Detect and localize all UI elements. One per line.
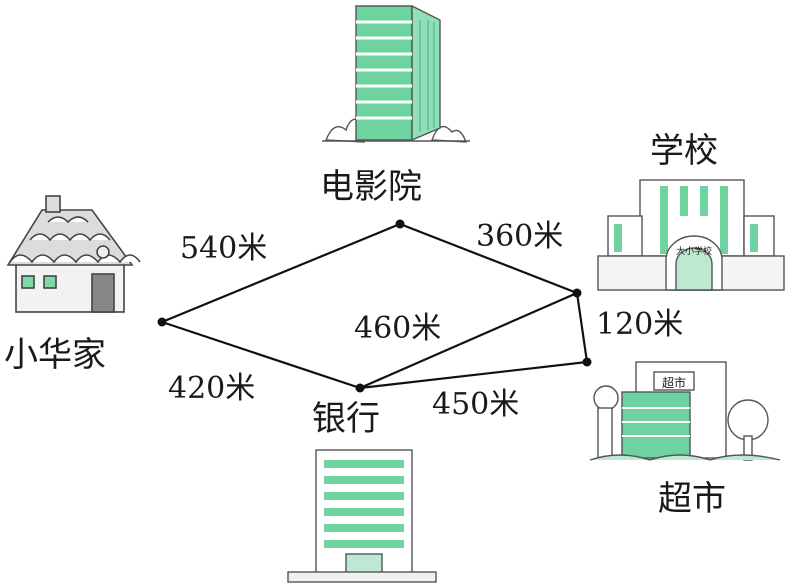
node-home	[157, 317, 167, 327]
school-building-icon: 大小学校	[597, 179, 785, 291]
node-school	[572, 288, 582, 298]
bank-building-icon	[287, 449, 437, 583]
cinema-building-icon	[322, 4, 470, 143]
route-home-cinema	[161, 222, 401, 324]
distance-school-supermarket: 120米	[596, 307, 683, 342]
nodes	[157, 219, 592, 393]
bank-label: 银行	[312, 399, 380, 439]
supermarket-building-icon: 超市	[589, 361, 781, 461]
home-label: 小华家	[4, 335, 106, 375]
distance-home-bank: 420米	[168, 371, 255, 406]
supermarket-label: 超市	[658, 479, 726, 519]
routes	[161, 222, 589, 390]
route-bank-supermarket	[359, 360, 588, 390]
node-bank	[355, 383, 365, 393]
route-home-bank	[161, 320, 361, 390]
route-cinema-school	[399, 222, 578, 295]
distance-school-bank: 460米	[354, 311, 441, 346]
school-sign: 大小学校	[676, 245, 712, 257]
cinema-label: 电影院	[320, 167, 422, 207]
house-icon	[6, 195, 141, 313]
route-school-supermarket	[575, 292, 589, 363]
distance-cinema-school: 360米	[476, 219, 563, 254]
supermarket-sign: 超市	[662, 375, 686, 390]
school-label: 学校	[650, 131, 718, 171]
node-cinema	[395, 219, 405, 229]
route-bank-school	[359, 291, 578, 390]
node-supermarket	[582, 357, 592, 367]
distance-bank-supermarket: 450米	[432, 387, 519, 422]
distance-home-cinema: 540米	[180, 231, 267, 266]
